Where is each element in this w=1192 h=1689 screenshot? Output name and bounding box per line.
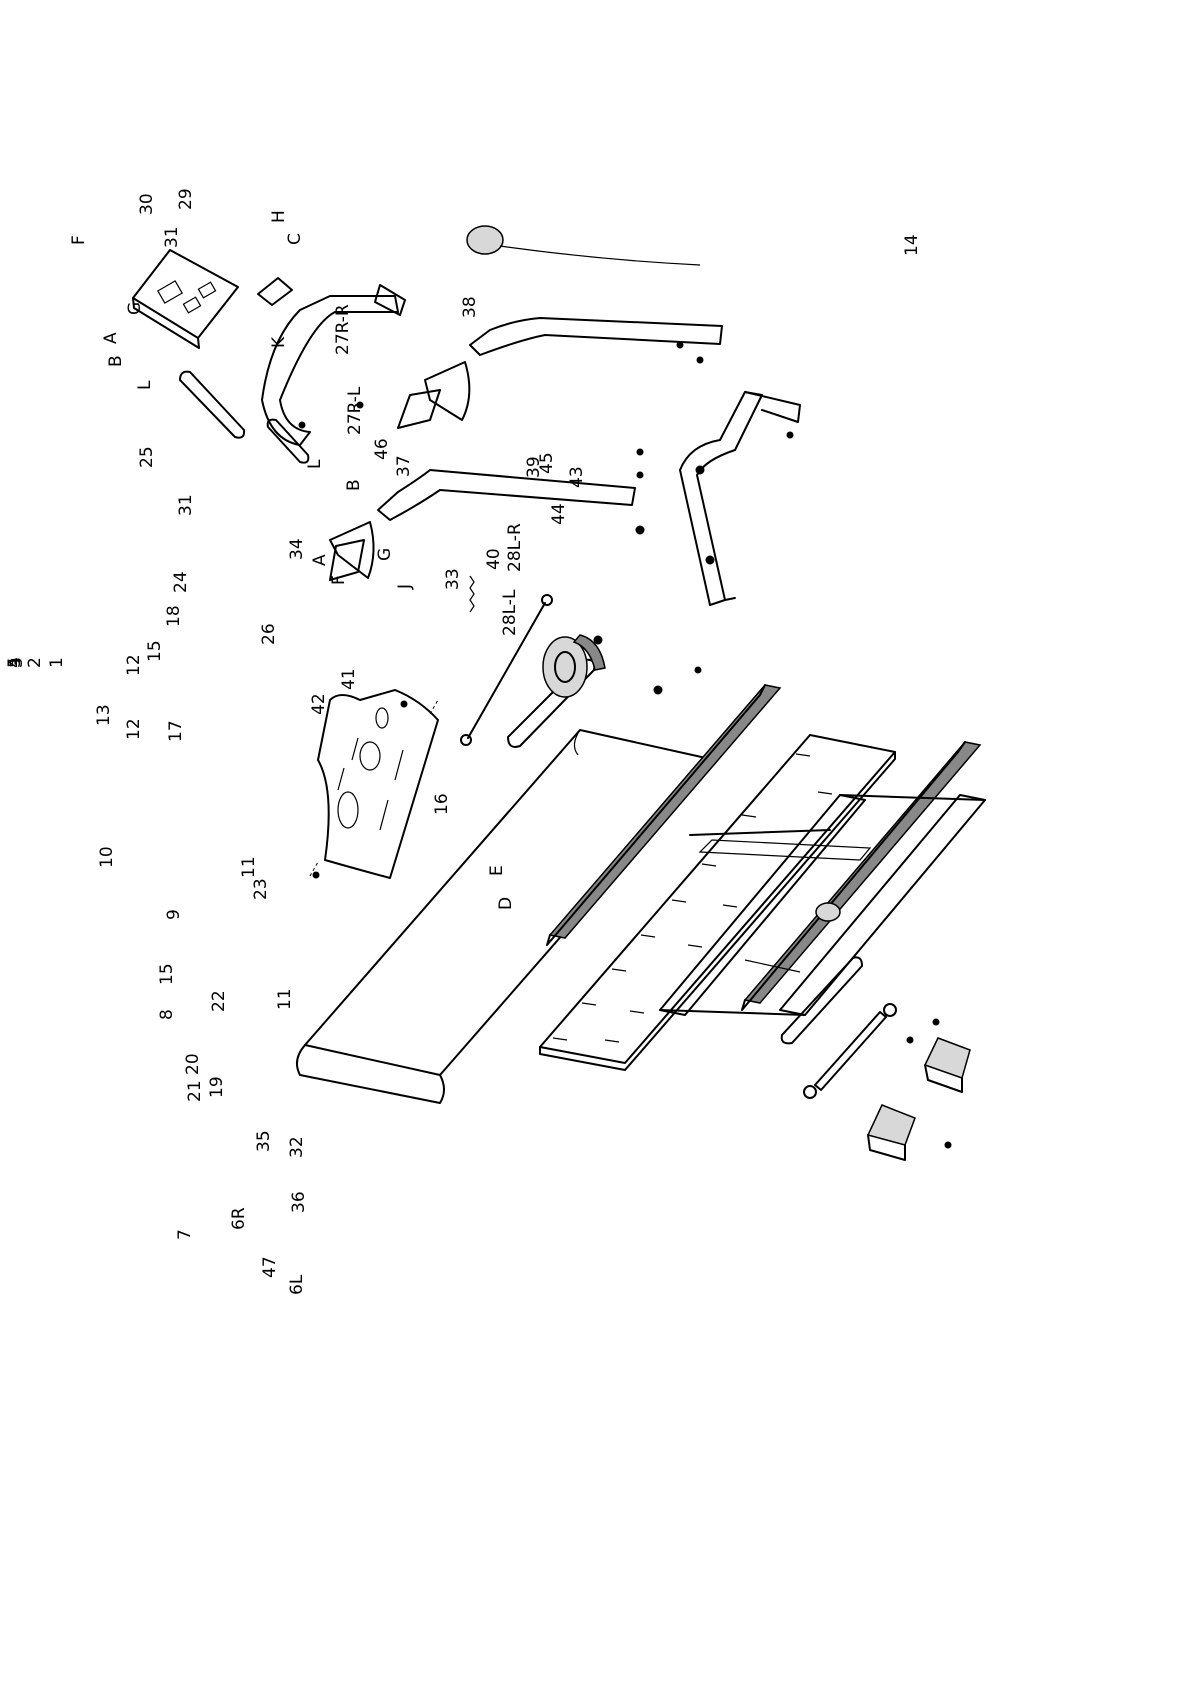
part-27R-L-cover (398, 390, 440, 428)
callout-pE: E (487, 865, 507, 876)
part-33-left-upright (378, 470, 635, 520)
callout-p25: 25 (137, 446, 157, 468)
callout-p31a: 31 (162, 226, 182, 248)
callout-p15a: 15 (145, 640, 165, 662)
callout-pL2: L (135, 380, 155, 390)
callout-p16: 16 (432, 793, 452, 815)
callout-p7: 7 (175, 1229, 195, 1240)
callout-p40: 40 (484, 548, 504, 570)
callout-pK: K (269, 336, 289, 348)
callout-p31b: 31 (176, 494, 196, 516)
part-10-side-rail (742, 742, 980, 1010)
callout-p12a: 12 (124, 654, 144, 676)
callout-p29: 29 (176, 188, 196, 210)
callout-p17: 17 (166, 720, 186, 742)
callout-pC: C (285, 233, 305, 245)
callout-pA1: A (310, 554, 330, 566)
callout-p46: 46 (372, 438, 392, 460)
callout-p47: 47 (260, 1256, 280, 1278)
callout-pF1: F (329, 575, 349, 585)
part-9-foot (816, 903, 840, 921)
callout-pF2: F (69, 235, 89, 245)
callout-pJ: J (395, 584, 415, 590)
callout-p26: 26 (259, 623, 279, 645)
part-43-grip (180, 372, 244, 438)
callout-p34: 34 (287, 538, 307, 560)
callout-p19: 19 (207, 1076, 227, 1098)
part-8-axle (804, 1004, 896, 1098)
callout-p44: 44 (549, 503, 569, 525)
part-6L-end-cap (868, 1105, 915, 1160)
callout-p18: 18 (164, 605, 184, 627)
part-30-console (133, 250, 238, 348)
callout-p41: 41 (339, 668, 359, 690)
part-6R-end-cap (925, 1038, 970, 1092)
part-18-flywheel (543, 635, 605, 697)
part-38-motor-cover (310, 690, 438, 878)
callout-p15b: 15 (157, 963, 177, 985)
callout-p12b: 12 (124, 718, 144, 740)
callout-p1: 1 (47, 657, 67, 668)
callout-p32: 32 (287, 1136, 307, 1158)
callout-p27RL: 27R-L (345, 386, 365, 435)
callout-pG1: G (375, 548, 395, 561)
callout-p8: 8 (157, 1009, 177, 1020)
callout-p10: 10 (97, 846, 117, 868)
callout-p5: 5 (5, 657, 25, 668)
callout-pG2: G (125, 302, 145, 315)
callout-p23: 23 (251, 878, 271, 900)
callout-pA2: A (101, 332, 121, 344)
callout-p14: 14 (902, 234, 922, 256)
callout-pD: D (496, 897, 516, 910)
part-28L-L-cover (330, 540, 364, 580)
callout-p6L: 6L (287, 1274, 307, 1295)
part-23-base-frame (680, 392, 800, 605)
callout-pH: H (269, 210, 289, 223)
callout-p20: 20 (183, 1053, 203, 1075)
part-28L-R-cover (330, 522, 374, 578)
callout-p13: 13 (94, 704, 114, 726)
callout-p38: 38 (460, 296, 480, 318)
callout-p28LL: 28L-L (500, 589, 520, 636)
callout-p37: 37 (394, 455, 414, 477)
callout-p42: 42 (309, 693, 329, 715)
part-25-safety-key (467, 226, 700, 265)
callout-pB2: B (106, 355, 126, 367)
callout-p33: 33 (443, 568, 463, 590)
part-34-spring (470, 576, 474, 612)
callout-pL1: L (305, 459, 325, 469)
callout-p24: 24 (171, 571, 191, 593)
callout-p36: 36 (289, 1191, 309, 1213)
callout-p2: 2 (25, 657, 45, 668)
callout-p11b: 11 (275, 988, 295, 1010)
callout-p35: 35 (254, 1130, 274, 1152)
callout-p43: 43 (567, 466, 587, 488)
callout-p9: 9 (164, 909, 184, 920)
callout-pB1: B (344, 479, 364, 491)
part-24-right-upright (470, 318, 722, 355)
part-14-console-bracket (258, 278, 292, 305)
callout-p6R: 6R (229, 1207, 249, 1230)
callout-p45: 45 (537, 452, 557, 474)
callout-p22: 22 (209, 990, 229, 1012)
callout-p27RR: 27R-R (333, 304, 353, 355)
callout-p28LR: 28L-R (505, 523, 525, 572)
callout-p30: 30 (137, 193, 157, 215)
callout-p21: 21 (185, 1080, 205, 1102)
callout-p11a: 11 (239, 856, 259, 878)
